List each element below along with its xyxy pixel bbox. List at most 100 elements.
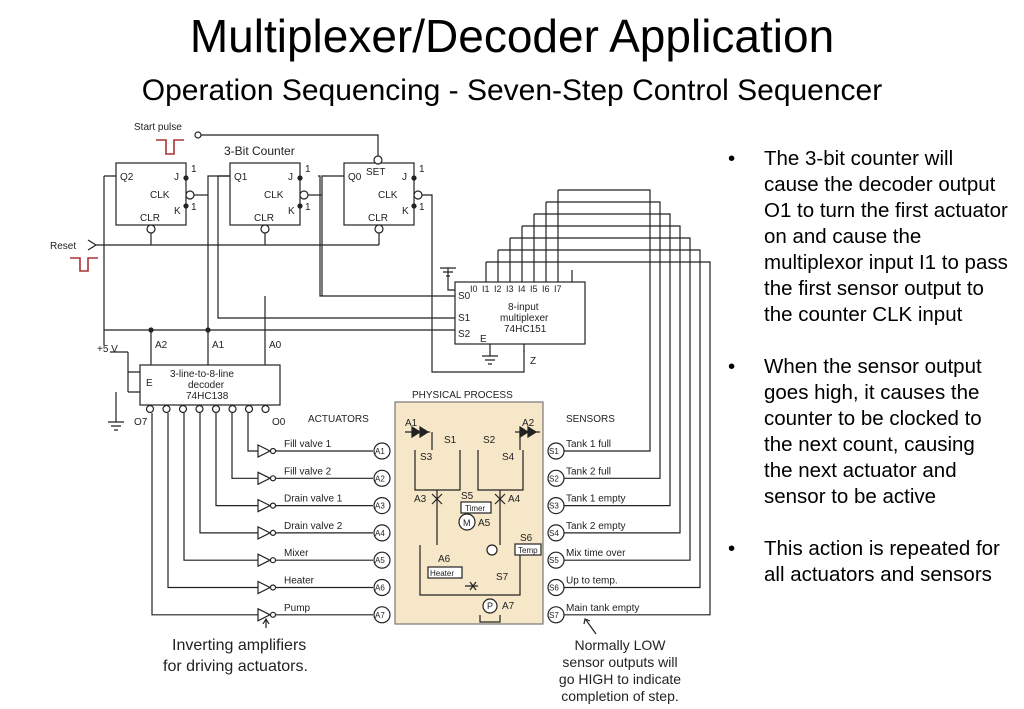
ff-one-label: 1 <box>305 164 311 175</box>
process-label-a7: A7 <box>502 601 515 612</box>
note-right-2: sensor outputs will <box>562 654 677 670</box>
actuator-label: Fill valve 1 <box>284 439 332 450</box>
process-label-timer: Timer <box>465 504 485 513</box>
actuator-label: Pump <box>284 603 311 614</box>
actuator-id: A4 <box>375 529 385 538</box>
process-label-a2: A2 <box>522 418 535 429</box>
flipflop-q2 <box>115 162 187 226</box>
ff-q0-label: Q0 <box>348 172 362 183</box>
bullet-dot: • <box>728 537 736 560</box>
slide-subtitle: Operation Sequencing - Seven-Step Contro… <box>141 74 883 107</box>
mux-title-1: 8-input <box>508 302 539 313</box>
sensor-label: Tank 2 full <box>566 466 611 477</box>
sensor-id: S5 <box>549 556 559 565</box>
process-label-a1: A1 <box>405 418 418 429</box>
actuator-terminal-a7 <box>373 606 391 624</box>
ff-k-label: K <box>174 206 181 217</box>
reset-arrow <box>87 239 98 251</box>
decoder-o0: O0 <box>272 417 286 428</box>
note-left-2: for driving actuators. <box>163 658 308 675</box>
start-pulse-waveform <box>156 139 184 155</box>
sensor-id: S2 <box>549 474 559 483</box>
ff-one-label: 1 <box>419 164 425 175</box>
decoder-output-bubble <box>195 404 204 414</box>
mux-input-label: I2 <box>494 284 502 294</box>
process-label-m: M <box>463 518 471 528</box>
bullet-list: •The 3-bit counter will cause the decode… <box>728 146 1008 614</box>
process-label-a4: A4 <box>508 494 521 505</box>
ff-clr-label: CLR <box>140 213 160 224</box>
decoder-output-bubble <box>211 404 221 414</box>
mux-s0: S0 <box>458 291 471 302</box>
decoder-output-bubble <box>244 404 254 414</box>
process-label-a3: A3 <box>414 494 427 505</box>
process-label-s5: S5 <box>461 491 474 502</box>
decoder-output-bubble <box>228 404 237 414</box>
process-label-heater: Heater <box>430 569 454 578</box>
ff-j-label: J <box>288 172 293 183</box>
actuator-id: A2 <box>375 474 385 483</box>
ff-one-label: 1 <box>419 202 425 213</box>
mux-input-label: I0 <box>470 284 478 294</box>
ff-j-label: J <box>402 172 407 183</box>
ff-q2-label: Q2 <box>120 172 134 183</box>
decoder-o7: O7 <box>134 417 148 428</box>
inverting-amplifier-icon <box>257 580 272 595</box>
process-label-s6: S6 <box>520 533 533 544</box>
sensor-label: Tank 1 empty <box>566 494 625 505</box>
decoder-output-bubble <box>145 404 155 414</box>
bullet-item: •The 3-bit counter will cause the decode… <box>728 146 1008 328</box>
note-right-4: completion of step. <box>561 688 679 704</box>
actuator-label: Drain valve 1 <box>284 494 343 505</box>
addr-a2: A2 <box>155 340 168 351</box>
mux-input-label: I1 <box>482 284 490 294</box>
process-label-s3: S3 <box>420 452 433 463</box>
process-label-p: P <box>487 601 493 611</box>
mux-e: E <box>480 334 487 345</box>
actuator-label: Heater <box>284 576 315 587</box>
mux-input-label: I3 <box>506 284 514 294</box>
ff-one-label: 1 <box>191 164 197 175</box>
bullet-text: When the sensor output goes high, it cau… <box>764 355 982 508</box>
actuators-header: ACTUATORS <box>308 414 369 425</box>
actuator-id: A1 <box>375 447 385 456</box>
mux-title-2: multiplexer <box>500 313 549 324</box>
actuator-id: A7 <box>375 611 385 620</box>
sensor-id: S1 <box>549 447 559 456</box>
actuator-id: A6 <box>375 584 385 593</box>
actuator-terminal-a2 <box>373 469 391 487</box>
inverting-amplifier-icon <box>257 525 272 540</box>
inverting-amplifier-icon <box>257 444 272 458</box>
actuator-terminal-a4 <box>373 524 391 542</box>
ff-clk-label: CLK <box>150 190 170 201</box>
note-left-1: Inverting amplifiers <box>172 637 306 654</box>
ff-q1-label: Q1 <box>234 172 248 183</box>
decoder-title-3: 74HC138 <box>186 391 229 402</box>
inverting-amplifier-icon <box>257 607 272 622</box>
actuator-label: Fill valve 2 <box>284 466 332 477</box>
mux-s1: S1 <box>458 313 471 324</box>
sensor-label: Main tank empty <box>566 603 639 614</box>
actuator-id: A3 <box>375 502 385 511</box>
bullet-text: This action is repeated for all actuator… <box>764 537 1000 586</box>
actuator-id: A5 <box>375 556 385 565</box>
note-right-1: Normally LOW <box>574 637 666 653</box>
ff-j-label: J <box>174 172 179 183</box>
actuator-label: Drain valve 2 <box>284 521 343 532</box>
process-label-s4: S4 <box>502 452 515 463</box>
actuator-terminal-a3 <box>373 497 391 515</box>
inverting-amplifier-icon <box>257 553 272 568</box>
slide-title: Multiplexer/Decoder Application <box>189 10 835 62</box>
process-label-a5: A5 <box>478 518 491 529</box>
ff-one-label: 1 <box>191 202 197 213</box>
vcc-label: +5 V <box>97 344 118 355</box>
ff-clr-label: CLR <box>254 213 274 224</box>
addr-a0: A0 <box>269 340 282 351</box>
decoder-output-bubble <box>178 404 188 414</box>
bullet-dot: • <box>728 355 736 378</box>
mux-input-label: I7 <box>554 284 562 294</box>
decoder-output-bubble <box>261 404 270 414</box>
process-label-s7: S7 <box>496 572 509 583</box>
reset-label: Reset <box>50 241 76 252</box>
inverting-amplifier-icon <box>257 471 272 486</box>
